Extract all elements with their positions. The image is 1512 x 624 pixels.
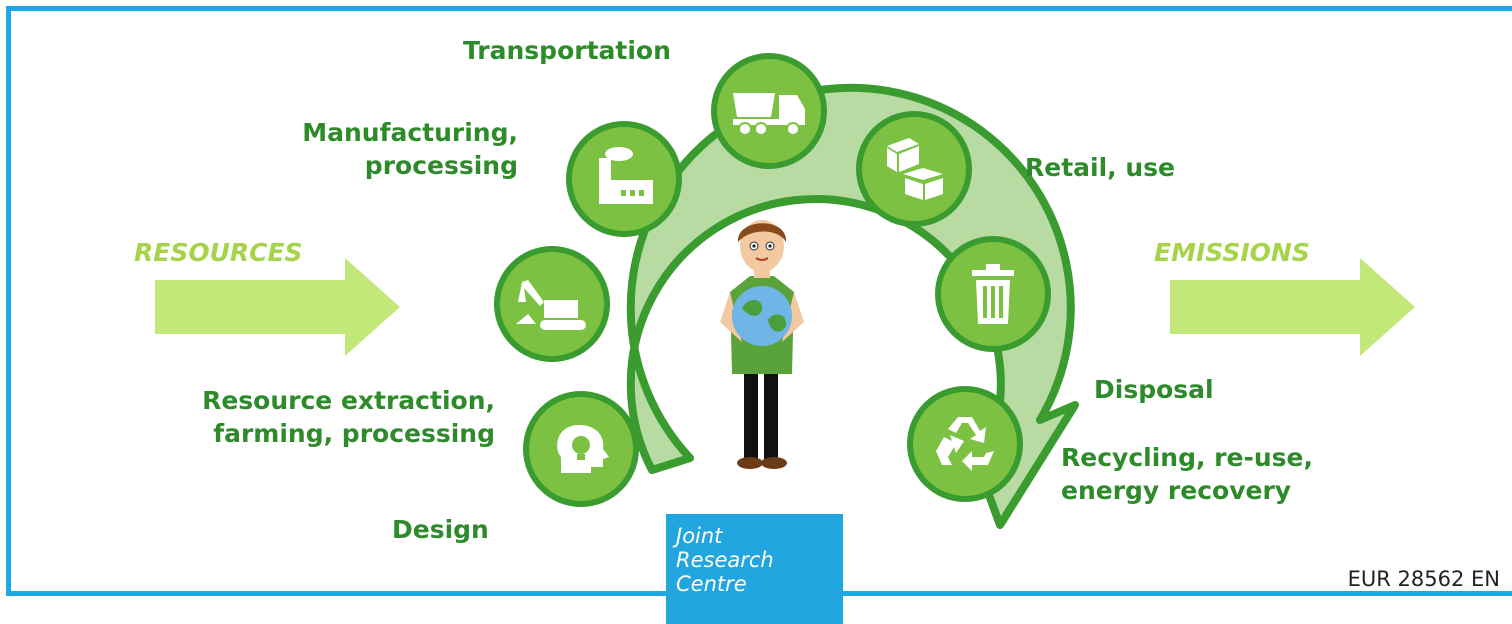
logo-line-3: Centre xyxy=(676,572,747,596)
emissions-arrow xyxy=(1170,258,1415,356)
stage-design xyxy=(523,391,639,507)
stage-extraction xyxy=(494,246,610,362)
recycle-icon xyxy=(936,417,994,471)
label-recycling-line-2: energy recovery xyxy=(1061,476,1292,505)
resources-arrow xyxy=(155,258,400,356)
report-code: EUR 28562 EN xyxy=(1347,567,1500,591)
head-lightbulb-icon xyxy=(557,425,609,473)
stage-recycling xyxy=(907,386,1023,502)
label-design: Design xyxy=(392,515,489,544)
person-holding-globe xyxy=(720,220,804,469)
label-recycling-line-1: Recycling, re-use, xyxy=(1061,443,1313,472)
logo-line-1: Joint xyxy=(676,524,723,548)
label-extraction-line-2: farming, processing xyxy=(213,419,495,448)
stage-transportation xyxy=(711,53,827,169)
excavator-icon xyxy=(516,280,586,330)
jrc-logo: Joint Research Centre xyxy=(666,514,843,624)
emissions-label: EMISSIONS xyxy=(1154,238,1310,267)
label-manufacturing-line-1: Manufacturing, xyxy=(302,118,518,147)
label-manufacturing-line-2: processing xyxy=(364,151,518,180)
stage-retail xyxy=(856,111,972,227)
label-extraction: Resource extraction, farming, processing xyxy=(202,384,495,450)
label-manufacturing: Manufacturing, processing xyxy=(302,116,518,182)
label-extraction-line-1: Resource extraction, xyxy=(202,386,495,415)
label-disposal: Disposal xyxy=(1094,375,1214,404)
resources-label: RESOURCES xyxy=(134,238,303,267)
label-recycling: Recycling, re-use, energy recovery xyxy=(1061,441,1313,507)
dump-truck-icon xyxy=(733,93,805,136)
trash-bin-icon xyxy=(972,264,1014,324)
factory-icon xyxy=(599,147,653,204)
stage-disposal xyxy=(935,236,1051,352)
boxes-icon xyxy=(887,138,943,200)
label-retail: Retail, use xyxy=(1025,153,1175,182)
label-transportation: Transportation xyxy=(463,36,671,65)
stage-manufacturing xyxy=(566,121,682,237)
logo-line-2: Research xyxy=(676,548,774,572)
